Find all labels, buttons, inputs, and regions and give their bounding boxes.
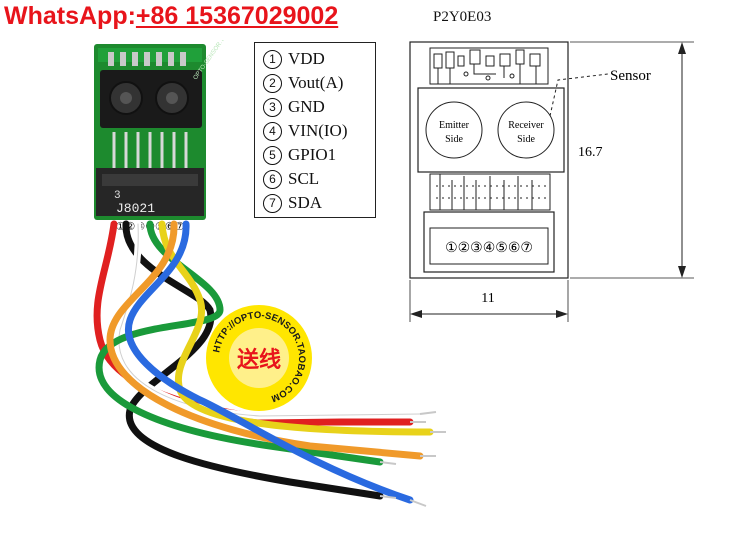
sensor-module: OPTO-SENSOR.TAOBAO 3 J8021 ①②③④⑤⑥⑦ (94, 40, 224, 230)
pin-name: VIN(IO) (288, 121, 348, 140)
emitter-lens (425, 101, 483, 159)
pin-item: 1 VDD (263, 49, 325, 69)
pin-name: GPIO1 (288, 145, 337, 164)
mechanical-drawing: Emitter Side Receiver Side Sensor ①②③④⑤⑥… (409, 41, 694, 322)
sensor-label: Sensor (610, 68, 651, 84)
pin-number: 4 (263, 122, 282, 141)
emitter-label-side: Side (445, 134, 463, 145)
pin-name: SDA (288, 193, 323, 212)
receiver-label-side: Side (517, 134, 535, 145)
sensor-body (417, 87, 565, 173)
pin-name: GND (288, 97, 325, 116)
sensor-callout (549, 73, 609, 117)
wire-tips (379, 411, 446, 507)
wire-blue (125, 220, 414, 504)
pin-name: Vout(A) (288, 73, 344, 92)
stamp-center-text: 送线 (237, 347, 281, 373)
pin-item: 2 Vout(A) (263, 73, 343, 93)
bottom-traces (429, 173, 551, 211)
connector-mark: J8021 (116, 201, 155, 216)
pin-item: 3 GND (263, 97, 325, 117)
pin-item: 4 VIN(IO) (263, 121, 347, 141)
pin-number: 6 (263, 170, 282, 189)
pin-number: 5 (263, 146, 282, 165)
wire-green (95, 220, 384, 466)
emitter-lens-center (120, 92, 132, 104)
whatsapp-prefix: WhatsApp: (4, 2, 136, 30)
pin-number: 1 (263, 50, 282, 69)
top-pads (108, 52, 186, 66)
outline (409, 41, 569, 279)
stamp-inner (229, 328, 289, 388)
whatsapp-contact: WhatsApp:+86 15367029002 (4, 2, 338, 31)
connector-pin-numbers: ①②③④⑤⑥⑦ (445, 241, 533, 256)
solder-leads (112, 132, 188, 168)
receiver-label: Receiver (508, 120, 544, 131)
pin-name: VDD (288, 49, 325, 68)
model-number: P2Y0E03 (433, 9, 492, 25)
wire-harness (93, 220, 446, 507)
pin-item: 6 SCL (263, 169, 319, 189)
connector-housing (429, 227, 549, 265)
receiver-lens (497, 101, 555, 159)
pin-number: 3 (263, 98, 282, 117)
wire-orange (106, 220, 424, 460)
connector-outline (423, 211, 555, 273)
height-dimension: 16.7 (578, 145, 603, 160)
top-traces (429, 47, 549, 85)
emitter-label: Emitter (439, 120, 470, 131)
width-dimension: 11 (481, 291, 494, 306)
wire-yellow (158, 220, 434, 436)
shop-stamp: HTTP://OPTO-SENSOR.TAOBAO.COM 送线 (206, 305, 312, 411)
pin-number: 2 (263, 74, 282, 93)
receiver-lens-center (166, 92, 178, 104)
connector-latch (102, 174, 198, 186)
pin-item: 5 GPIO1 (263, 145, 336, 165)
connector-pin-mark: 3 (114, 190, 121, 202)
whatsapp-number[interactable]: +86 15367029002 (135, 2, 339, 30)
pin-item: 7 SDA (263, 193, 322, 213)
pin-name: SCL (288, 169, 320, 188)
pin-number: 7 (263, 194, 282, 213)
